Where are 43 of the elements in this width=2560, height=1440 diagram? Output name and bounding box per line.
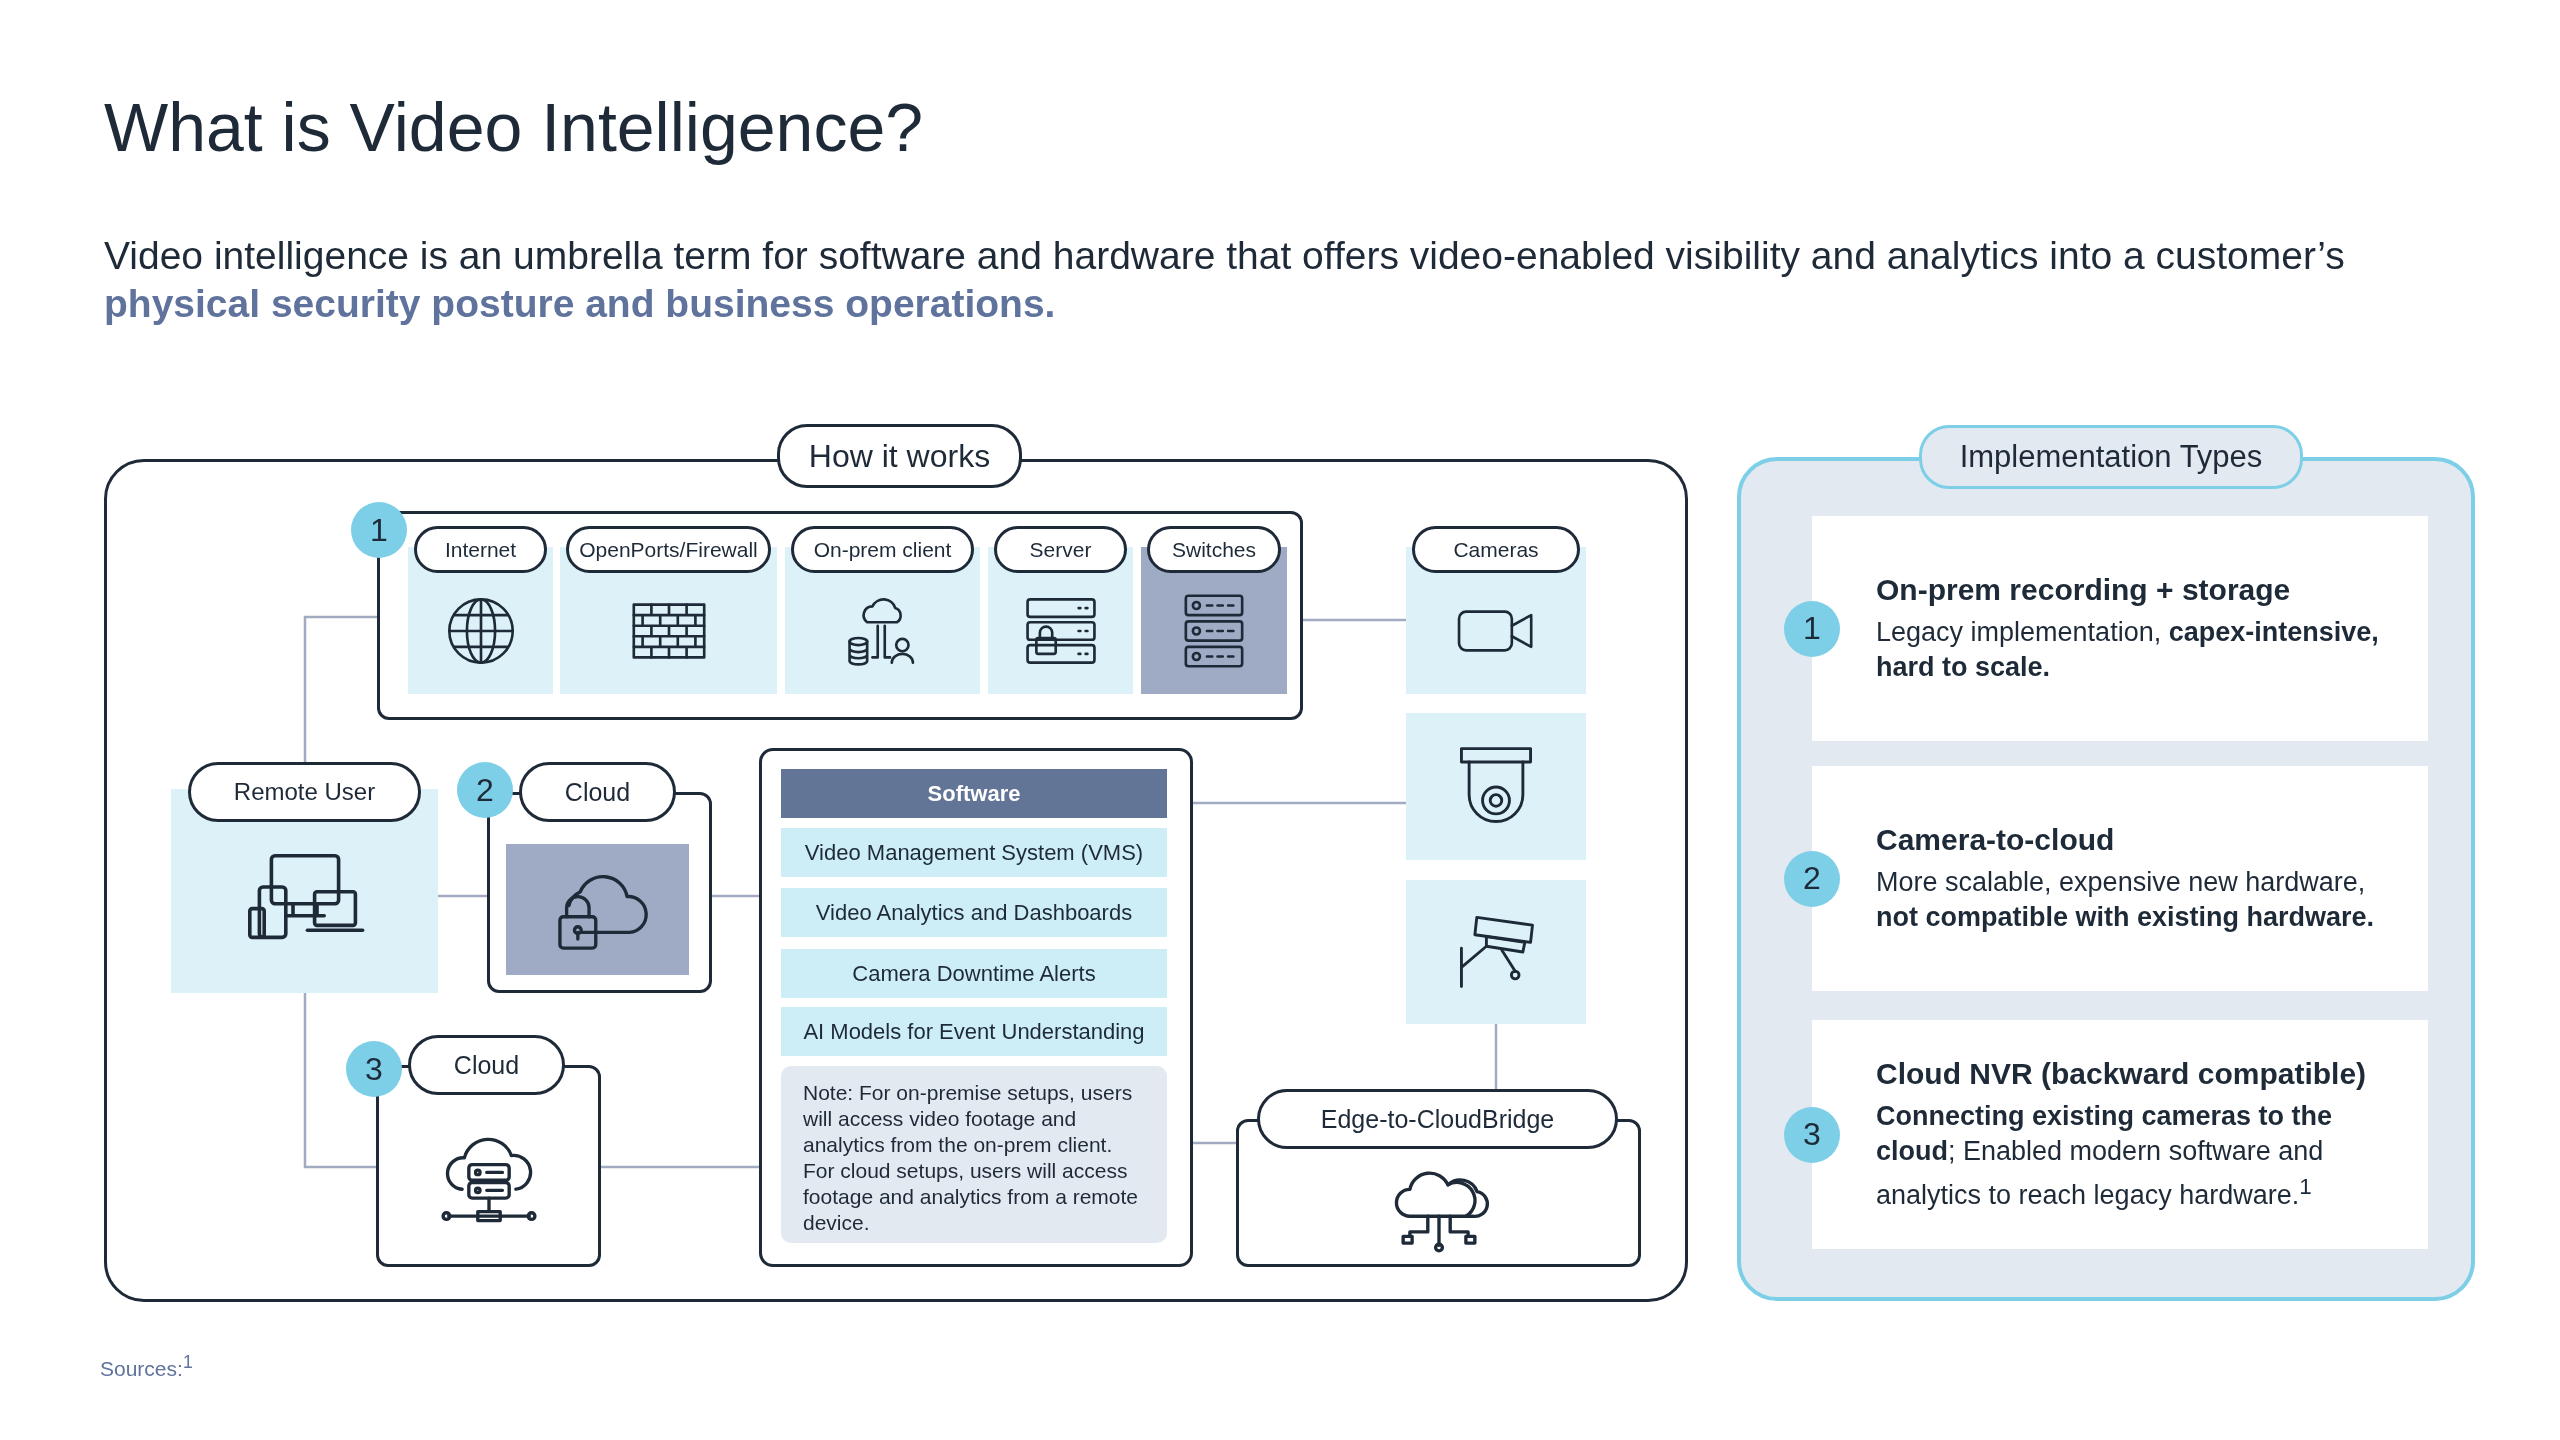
pill-label: Switches	[1147, 526, 1281, 573]
connector-line	[303, 993, 376, 1169]
section-heading: Implementation Types	[1919, 425, 2303, 489]
card-text: More scalable, expensive new hardware, not compatible with existing hardware.	[1876, 865, 2376, 934]
pill-label: Remote User	[188, 762, 421, 822]
connector-line	[1303, 618, 1406, 622]
feature-row: Video Management System (VMS)	[781, 828, 1167, 877]
card-heading: Camera-to-cloud	[1876, 822, 2116, 857]
pill-label: Edge-to-CloudBridge	[1257, 1089, 1618, 1149]
card-heading: On-prem recording + storage	[1876, 572, 2292, 607]
feature-row: Video Analytics and Dashboards	[781, 888, 1167, 937]
feature-row: AI Models for Event Understanding	[781, 1007, 1167, 1056]
step-badge: 3	[346, 1041, 402, 1097]
pill-label: OpenPorts/Firewall	[566, 526, 771, 573]
pill-label: Cameras	[1412, 526, 1580, 573]
connector-line	[438, 894, 487, 898]
software-panel	[759, 748, 1193, 1267]
feature-row: Camera Downtime Alerts	[781, 949, 1167, 998]
card-heading: Cloud NVR (backward compatible)	[1876, 1056, 2368, 1091]
step-badge: 2	[1784, 850, 1840, 907]
connector-line	[1193, 801, 1406, 805]
pill-label: Cloud	[408, 1035, 565, 1095]
card-text: Connecting existing cameras to the cloud; Enabled modern software and analytics to reach legacy hardware.$^{1}$	[1876, 1099, 2334, 1212]
connector-line	[601, 1165, 759, 1169]
step-badge: 2	[457, 762, 513, 818]
pill-label: Server	[994, 526, 1127, 573]
step-badge: 1	[1784, 600, 1840, 657]
section-heading: How it works	[777, 424, 1022, 488]
pill-label: Internet	[414, 526, 547, 573]
subtitle: Video intelligence is an umbrella term for software and hardware that offers video-enabled visibility and analytics into a customer’s physical security posture and business operations.	[104, 233, 2346, 327]
title: What is Video Intelligence?	[104, 88, 924, 166]
note-text: Note: For on-premise setups, users will access video footage and analytics from the on-prem client. For cloud setups, users will access footage and analytics from a remote device.	[781, 1066, 1167, 1243]
pill-label: On-prem client	[791, 526, 974, 573]
connector-line	[712, 894, 759, 898]
source-note: Sources:$^{1}$	[100, 1352, 193, 1381]
connector-line	[303, 615, 377, 762]
card-text: Legacy implementation, capex-intensive, hard to scale.	[1876, 615, 2380, 684]
connector-line	[1494, 1024, 1498, 1089]
step-badge: 1	[351, 502, 407, 558]
pill-label: Cloud	[519, 762, 676, 822]
connector-line	[1193, 1141, 1236, 1145]
step-badge: 3	[1784, 1106, 1840, 1163]
panel-header: Software	[781, 769, 1167, 818]
